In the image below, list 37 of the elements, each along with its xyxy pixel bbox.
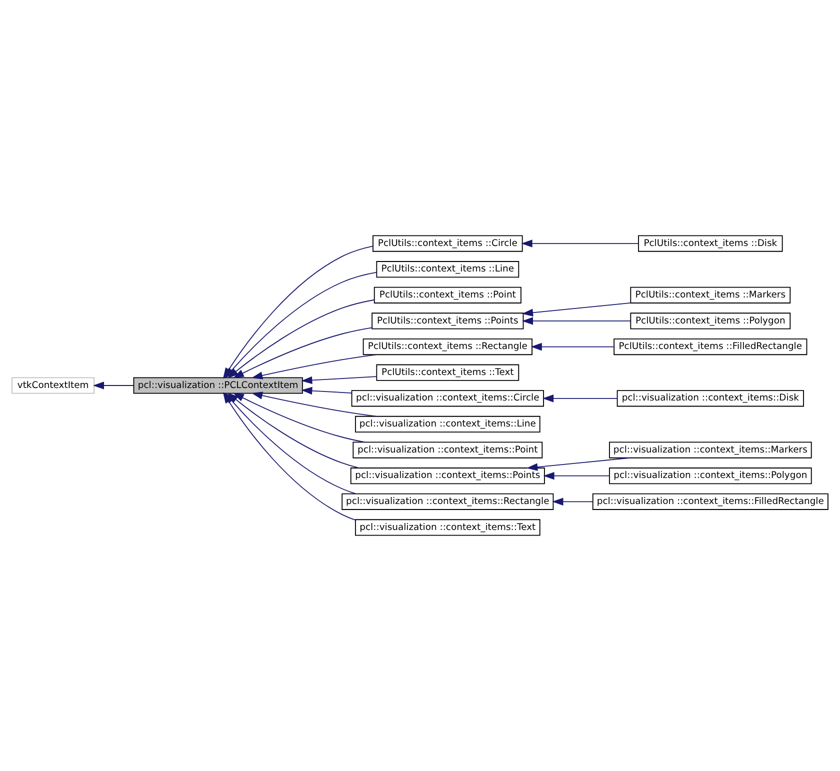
arrow bbox=[227, 299, 375, 378]
node-box: PclUtils::context_items ::Polygon bbox=[630, 312, 791, 330]
arrow bbox=[522, 317, 632, 325]
node-box: pcl::visualization ::context_items::Line bbox=[355, 416, 540, 433]
node-box: PclUtils::context_items ::Circle bbox=[372, 235, 523, 252]
node-box: PclUtils::context_items ::Points bbox=[372, 312, 524, 330]
node-box: pcl::visualization ::context_items::Rectangle bbox=[342, 493, 554, 510]
node-box: PclUtils::context_items ::Markers bbox=[630, 286, 791, 304]
node-box: PclUtils::context_items ::FilledRectangle bbox=[614, 338, 808, 356]
arrow bbox=[232, 392, 366, 443]
node-box: PclUtils::context_items ::Disk bbox=[638, 235, 783, 252]
node-box: vtkContextItem bbox=[12, 377, 95, 394]
arrow bbox=[530, 342, 614, 351]
arrow bbox=[251, 354, 377, 380]
node-box: pcl::visualization ::context_items::Circle bbox=[351, 390, 544, 407]
node-box: pcl::visualization ::context_items::FilledRectangle bbox=[592, 493, 828, 510]
arrow bbox=[522, 302, 632, 316]
arrow bbox=[552, 498, 594, 506]
node-box: pcl::visualization ::context_items::Disk bbox=[616, 390, 804, 407]
node-box: pcl::visualization ::context_items::Markers bbox=[609, 442, 812, 458]
node-box: PclUtils::context_items ::Rectangle bbox=[362, 338, 532, 356]
arrow bbox=[92, 382, 134, 390]
node-box: PclUtils::context_items ::Point bbox=[374, 286, 522, 304]
arrow bbox=[543, 472, 610, 480]
node-box: pcl::visualization ::context_items::Text bbox=[355, 519, 540, 536]
arrow bbox=[526, 457, 631, 471]
node-box: pcl::visualization ::context_items::Points bbox=[350, 468, 545, 484]
node-box: pcl::visualization ::context_items::Point bbox=[352, 442, 543, 458]
arrow bbox=[301, 376, 377, 384]
node-box: pcl::visualization ::PCLContextItem bbox=[133, 377, 303, 394]
node-box: PclUtils::context_items ::Text bbox=[376, 364, 520, 381]
arrow bbox=[232, 327, 372, 378]
arrow bbox=[521, 240, 639, 248]
node-box: PclUtils::context_items ::Line bbox=[376, 261, 520, 278]
node-box: pcl::visualization ::context_items::Polygon bbox=[609, 468, 812, 484]
arrow bbox=[301, 386, 352, 395]
arrow bbox=[542, 394, 618, 402]
